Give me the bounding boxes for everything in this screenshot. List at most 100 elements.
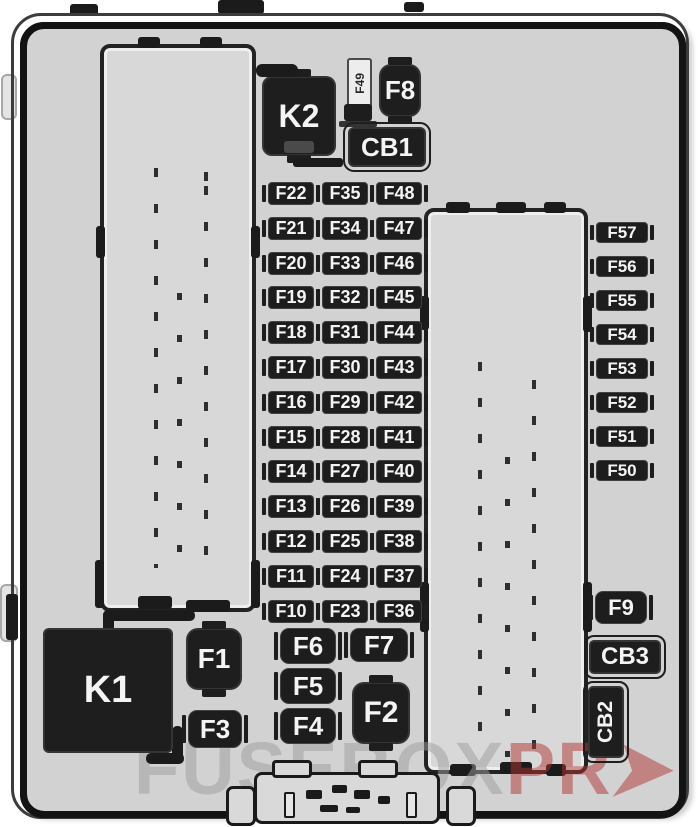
fuse-f1: F1: [186, 628, 242, 690]
fuse-f23: F23: [316, 600, 374, 623]
fuse-f9-label: F9: [608, 594, 634, 620]
fuse-f19: F19: [262, 286, 320, 309]
fuse-f28: F28: [316, 426, 374, 449]
bottom-connector-slot: [406, 792, 417, 818]
k1-bracket: [172, 726, 183, 764]
fuse-f56: F56: [590, 256, 654, 277]
relay-k1-label: K1: [83, 669, 133, 711]
block-tab: [95, 560, 104, 608]
bottom-connector-wing: [446, 786, 476, 826]
fuse-f17: F17: [262, 356, 320, 379]
fuse-f46: F46: [370, 252, 428, 275]
pin-slots: [478, 362, 482, 742]
fuse-f47: F47: [370, 217, 428, 240]
fuse-f21: F21: [262, 217, 320, 240]
fuse-f8: F8: [379, 64, 421, 117]
bottom-connector-nub: [272, 760, 312, 778]
pin-slots: [505, 457, 510, 757]
bracket-bar: [256, 64, 298, 77]
fuse-f40: F40: [370, 460, 428, 483]
fuse-f15: F15: [262, 426, 320, 449]
right-connector-block: [420, 202, 592, 776]
fuse-f34: F34: [316, 217, 374, 240]
fuse-f36: F36: [370, 600, 428, 623]
block-tab: [186, 600, 230, 612]
fuse-f41: F41: [370, 426, 428, 449]
fuse-f48: F48: [370, 182, 428, 205]
block-tab: [251, 226, 260, 258]
fuse-f10: F10: [262, 600, 320, 623]
fuse-f12: F12: [262, 530, 320, 553]
bottom-connector-pin: [306, 790, 322, 799]
bottom-connector-pin: [320, 805, 338, 812]
pin-slots: [204, 168, 208, 578]
fuse-f35: F35: [316, 182, 374, 205]
block-tab: [450, 764, 476, 776]
fuse-f24: F24: [316, 565, 374, 588]
fuse-f20: F20: [262, 252, 320, 275]
fuse-f22: F22: [262, 182, 320, 205]
bottom-connector-wing: [226, 786, 256, 826]
block-tab: [583, 582, 592, 632]
fuse-f4-label: F4: [292, 710, 324, 741]
circuit-breaker-cb2: CB2: [583, 681, 629, 763]
fuse-f16: F16: [262, 391, 320, 414]
top-mount-tab: [404, 2, 424, 12]
fuse-f52: F52: [590, 392, 654, 413]
block-tab: [500, 762, 532, 774]
cb3-label: CB3: [600, 643, 649, 670]
block-tab: [544, 202, 566, 213]
fuse-f49-holder: [344, 104, 372, 121]
relay-k2-notch: [284, 141, 314, 153]
block-tab: [200, 37, 222, 48]
fuse-f31: F31: [316, 321, 374, 344]
left-connector-block: [95, 37, 260, 612]
fuse-f26: F26: [316, 495, 374, 518]
fuse-f29: F29: [316, 391, 374, 414]
top-mount-tab: [218, 0, 264, 14]
fuse-f5: F5: [274, 668, 342, 704]
bottom-connector-pin: [332, 785, 347, 793]
pin-slots: [177, 293, 182, 583]
block-tab: [420, 296, 429, 330]
fuse-f45: F45: [370, 286, 428, 309]
pin-slots: [154, 168, 158, 568]
block-tab: [138, 37, 160, 48]
fuse-f18: F18: [262, 321, 320, 344]
bottom-connector: [226, 760, 478, 827]
circuit-breaker-cb1: CB1: [343, 122, 431, 172]
fuse-f11: F11: [262, 565, 320, 588]
relay-k2: K2: [262, 76, 336, 156]
fuse-f2-label: F2: [363, 696, 399, 729]
fuse-f37: F37: [370, 565, 428, 588]
fuse-f7: F7: [344, 628, 414, 662]
bottom-connector-slot: [284, 792, 295, 818]
fuse-f7-label: F7: [363, 629, 395, 660]
fuse-f55: F55: [590, 290, 654, 311]
block-tab: [583, 296, 592, 332]
fuse-f2: F2: [352, 682, 410, 744]
bottom-connector-nub: [358, 760, 398, 778]
fuse-f44: F44: [370, 321, 428, 344]
fuse-f33: F33: [316, 252, 374, 275]
bracket-bar: [293, 158, 343, 167]
edge-bracket: [6, 594, 18, 640]
fuse-f5-label: F5: [292, 670, 324, 701]
fuse-f27: F27: [316, 460, 374, 483]
block-tab: [546, 764, 566, 776]
fuse-f42: F42: [370, 391, 428, 414]
pin-slots: [532, 362, 536, 752]
fuse-f13: F13: [262, 495, 320, 518]
fuse-f1-label: F1: [197, 643, 231, 674]
fuse-f53: F53: [590, 358, 654, 379]
cb2-label: CB2: [594, 700, 617, 743]
block-tab: [251, 560, 260, 608]
block-tab: [96, 226, 105, 258]
fuse-f3: F3: [182, 710, 248, 748]
fuse-f6-label: F6: [292, 630, 324, 661]
fuse-f54: F54: [590, 324, 654, 345]
fuse-f8-label: F8: [384, 75, 416, 105]
fuse-f6: F6: [274, 628, 342, 664]
block-tab: [496, 202, 526, 213]
